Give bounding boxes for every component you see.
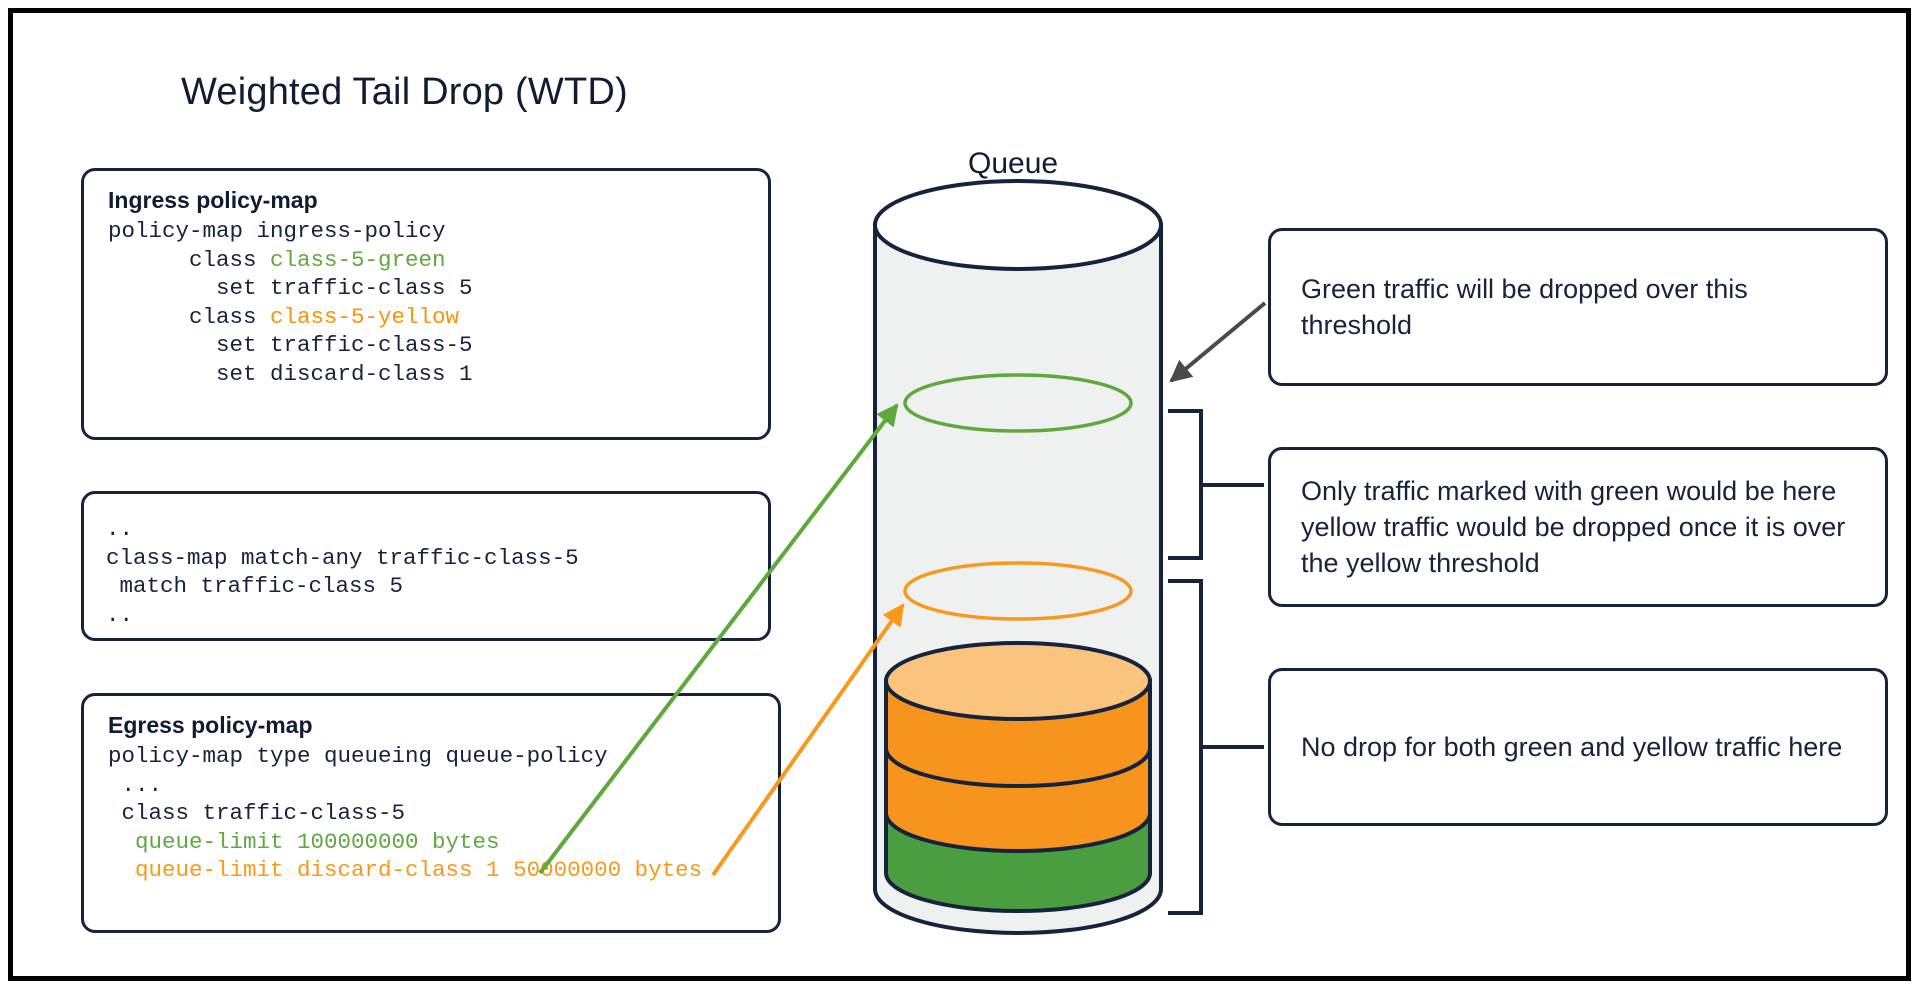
- egress-policy-map-box: Egress policy-map policy-map type queuei…: [81, 693, 781, 933]
- fill-segment-orange-lower: [884, 746, 1152, 853]
- class-map-box: .. class-map match-any traffic-class-5 m…: [81, 491, 771, 641]
- classmap-code-block: .. class-map match-any traffic-class-5 m…: [106, 515, 579, 629]
- green-only-note-box: Only traffic marked with green would be …: [1268, 447, 1888, 607]
- note-text: Only traffic marked with green would be …: [1301, 476, 1846, 578]
- note-text: Green traffic will be dropped over this …: [1301, 274, 1748, 340]
- code-line: policy-map type queueing queue-policy: [108, 743, 608, 769]
- queue-label: Queue: [968, 147, 1059, 180]
- egress-box-heading: Egress policy-map: [108, 712, 313, 738]
- code-line: ..: [106, 601, 134, 628]
- code-line: ...: [108, 771, 163, 798]
- code-line: set traffic-class-5: [108, 332, 473, 358]
- egress-code-block: policy-map type queueing queue-policy ..…: [108, 742, 702, 885]
- code-line: class: [108, 303, 271, 330]
- fill-top-cap: [884, 641, 1152, 721]
- ingress-box-heading: Ingress policy-map: [108, 187, 318, 213]
- cylinder-body: [873, 223, 1163, 935]
- lower-range-bracket: [1168, 579, 1264, 915]
- no-drop-note-box: No drop for both green and yellow traffi…: [1268, 668, 1888, 826]
- page-title: Weighted Tail Drop (WTD): [181, 71, 628, 113]
- fill-segment-orange-upper: [884, 679, 1152, 788]
- code-line: policy-map ingress-policy: [108, 218, 446, 244]
- upper-range-bracket: [1168, 409, 1264, 560]
- ingress-code-block: policy-map ingress-policy class class-5-…: [108, 217, 473, 388]
- fill-segment-green: [884, 811, 1152, 913]
- note-text: No drop for both green and yellow traffi…: [1301, 732, 1843, 762]
- code-token-class-5-yellow: class-5-yellow: [270, 303, 460, 330]
- green-threshold-ring: [903, 373, 1133, 433]
- diagram-frame: Weighted Tail Drop (WTD) Queue Ingress p…: [8, 8, 1911, 981]
- code-line: ..: [106, 516, 134, 542]
- yellow-threshold-ring: [903, 561, 1133, 621]
- ingress-policy-map-box: Ingress policy-map policy-map ingress-po…: [81, 168, 771, 440]
- code-line: class traffic-class-5: [108, 800, 406, 826]
- code-line: match traffic-class 5: [106, 573, 404, 599]
- green-threshold-note-box: Green traffic will be dropped over this …: [1268, 228, 1888, 386]
- code-line-queue-limit-green: queue-limit 100000000 bytes: [108, 828, 500, 855]
- cylinder-top-cap: [873, 179, 1163, 271]
- code-line: set discard-class 1: [108, 360, 473, 387]
- code-line: class-map match-any traffic-class-5: [106, 544, 579, 571]
- code-line-queue-limit-yellow: queue-limit discard-class 1 50000000 byt…: [108, 857, 703, 883]
- green-threshold-note-arrow: [1169, 301, 1267, 383]
- code-line: set traffic-class 5: [108, 275, 473, 301]
- code-token-class-5-green: class-5-green: [270, 246, 446, 273]
- code-line: class: [108, 246, 271, 273]
- queue-cylinder: [873, 179, 1163, 935]
- queue-fill-stack: [884, 641, 1152, 913]
